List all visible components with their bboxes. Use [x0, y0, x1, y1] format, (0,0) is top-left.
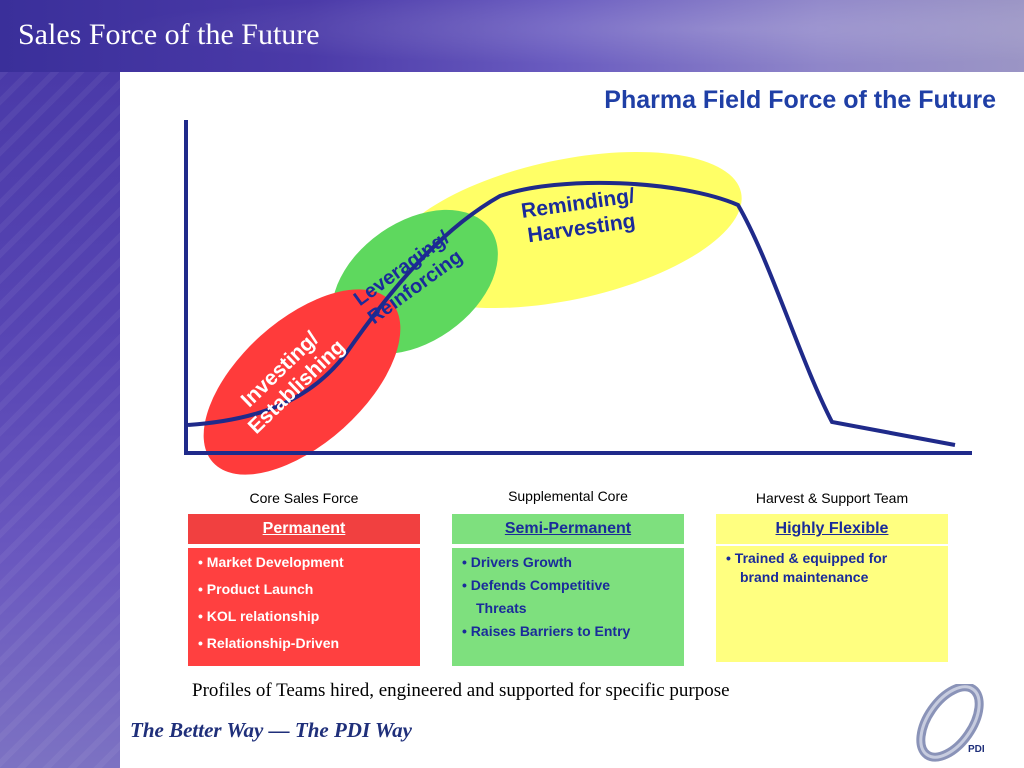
team-type-semi-permanent: Semi-Permanent — [452, 514, 684, 544]
diagram-title: Pharma Field Force of the Future — [604, 86, 996, 114]
header-band — [0, 0, 1024, 72]
bullet-item: • Trained & equipped for — [726, 550, 888, 566]
team-type-permanent: Permanent — [188, 514, 420, 544]
bullet-item-continued: brand maintenance — [740, 569, 869, 585]
column-header-harvest: Harvest & Support Team — [755, 490, 909, 506]
logo-text: PDI — [968, 744, 985, 755]
logo-ring-inner — [919, 685, 981, 759]
bullet-item: • Market Development — [198, 554, 344, 570]
team-bullets-highly-flexible: • Trained & equipped for brand maintenan… — [716, 546, 948, 662]
slide-title: Sales Force of the Future — [18, 18, 320, 51]
stage-ellipse-establishing — [203, 289, 401, 475]
pdi-logo — [916, 684, 984, 762]
bullet-item-continued: Threats — [476, 600, 527, 616]
column-header-core: Core Sales Force — [249, 490, 359, 506]
lifecycle-curve — [187, 180, 956, 447]
bullet-item: • KOL relationship — [198, 608, 320, 624]
column-header-supplemental: Supplemental Core — [508, 488, 628, 504]
footer-tagline: The Better Way — The PDI Way — [130, 718, 412, 742]
bullet-item: • Drivers Growth — [462, 554, 572, 570]
bullet-item: • Defends Competitive — [462, 577, 611, 593]
team-bullets-semi-permanent: • Drivers Growth • Defends Competitive T… — [452, 548, 684, 666]
bullet-item: • Raises Barriers to Entry — [462, 623, 631, 639]
team-type-highly-flexible: Highly Flexible — [716, 514, 948, 544]
left-decorative-band — [0, 72, 120, 768]
bullet-item: • Relationship-Driven — [198, 635, 340, 651]
diagram-caption: Profiles of Teams hired, engineered and … — [192, 680, 730, 701]
team-bullets-permanent: • Market Development • Product Launch • … — [188, 548, 420, 666]
bullet-item: • Product Launch — [198, 581, 314, 597]
